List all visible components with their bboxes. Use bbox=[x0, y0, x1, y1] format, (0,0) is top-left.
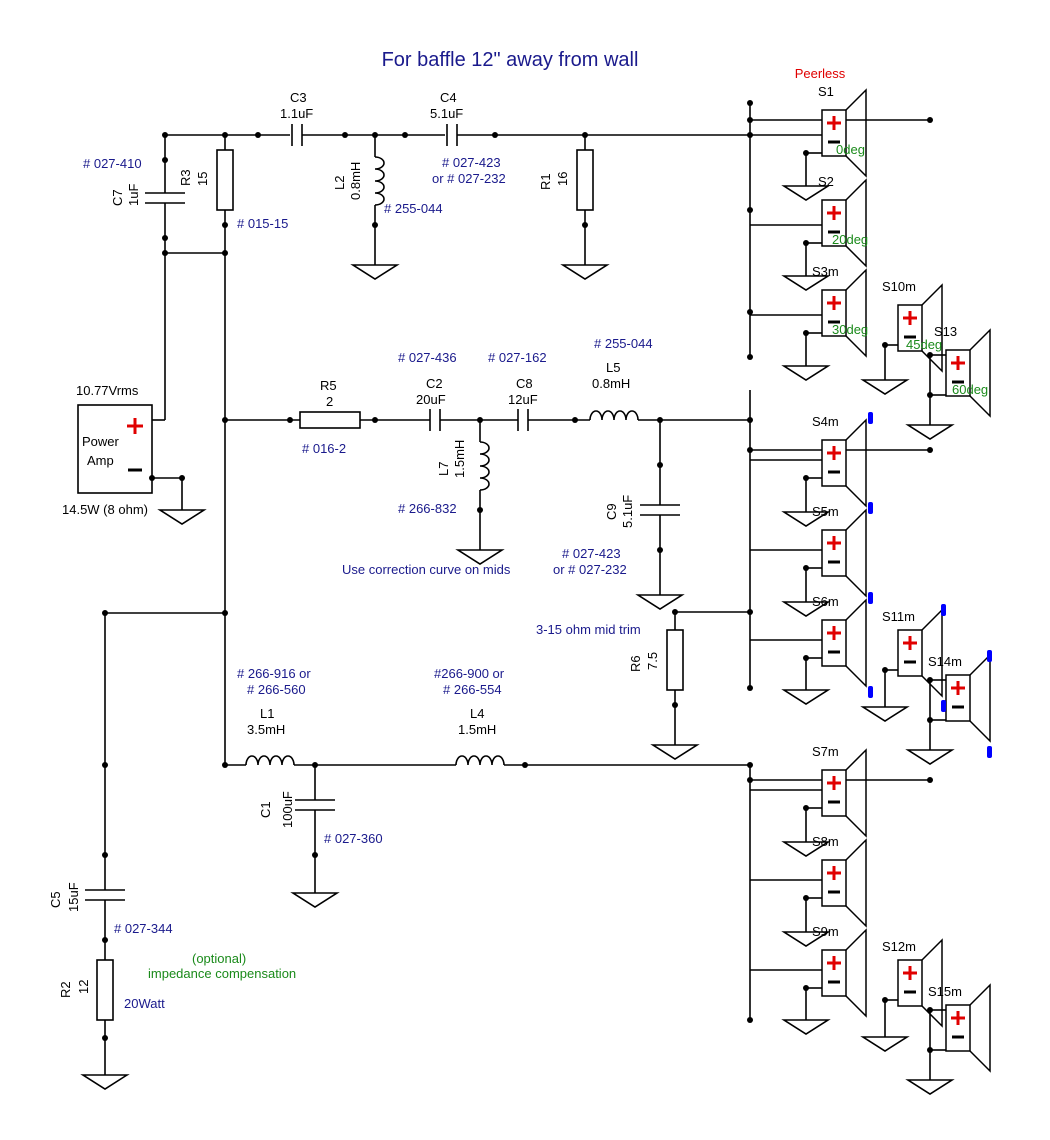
c4-value: 5.1uF bbox=[430, 106, 463, 121]
speaker-s9m bbox=[820, 928, 868, 1018]
l2-name: L2 bbox=[332, 176, 347, 190]
l1-part1: # 266-916 or bbox=[237, 666, 311, 681]
speaker-label-s15: S15m bbox=[928, 984, 962, 999]
speaker-label-s6: S6m bbox=[812, 594, 839, 609]
c7-part: # 027-410 bbox=[83, 156, 142, 171]
speaker-label-s9: S9m bbox=[812, 924, 839, 939]
angle-20deg: 20deg bbox=[832, 232, 868, 247]
r5-part: # 016-2 bbox=[302, 441, 346, 456]
r6-name: R6 bbox=[628, 655, 643, 672]
r2-power: 20Watt bbox=[124, 996, 165, 1011]
c7-name: C7 bbox=[110, 189, 125, 206]
l5-name: L5 bbox=[606, 360, 620, 375]
speaker-label-s12: S12m bbox=[882, 939, 916, 954]
c7-value: 1uF bbox=[126, 184, 141, 206]
angle-30deg: 30deg bbox=[832, 322, 868, 337]
speaker-label-s11: S11m bbox=[882, 609, 915, 624]
c4-part2: or # 027-232 bbox=[432, 171, 506, 186]
r5-value: 2 bbox=[326, 394, 333, 409]
r3-part: # 015-15 bbox=[237, 216, 288, 231]
speaker-label-s1: S1 bbox=[818, 84, 834, 99]
speaker-s5m bbox=[820, 508, 868, 598]
compensation-note: impedance compensation bbox=[148, 966, 296, 981]
l2-part: # 255-044 bbox=[384, 201, 443, 216]
c9-part1: # 027-423 bbox=[562, 546, 621, 561]
c9-part2: or # 027-232 bbox=[553, 562, 627, 577]
speaker-label-s10: S10m bbox=[882, 279, 916, 294]
speaker-label-s8: S8m bbox=[812, 834, 839, 849]
speaker-s2 bbox=[820, 178, 868, 268]
l1-value: 3.5mH bbox=[247, 722, 285, 737]
c4-name: C4 bbox=[440, 90, 457, 105]
r3-value: 15 bbox=[195, 172, 210, 186]
c3-value: 1.1uF bbox=[280, 106, 313, 121]
speaker-s3m bbox=[820, 268, 868, 358]
correction-note: Use correction curve on mids bbox=[342, 562, 511, 577]
c8-part: # 027-162 bbox=[488, 350, 547, 365]
speaker-s8m bbox=[820, 838, 868, 928]
r1-name: R1 bbox=[538, 173, 553, 190]
optional-note: (optional) bbox=[192, 951, 246, 966]
c5-value: 15uF bbox=[66, 882, 81, 912]
brand-label: Peerless bbox=[795, 66, 846, 81]
r2-value: 12 bbox=[76, 980, 91, 994]
c3-name: C3 bbox=[290, 90, 307, 105]
l5-part: # 255-044 bbox=[594, 336, 653, 351]
l7-part: # 266-832 bbox=[398, 501, 457, 516]
c8-name: C8 bbox=[516, 376, 533, 391]
c1-name: C1 bbox=[258, 801, 273, 818]
l4-part1: #266-900 or bbox=[434, 666, 505, 681]
speaker-label-s7: S7m bbox=[812, 744, 839, 759]
c5-part: # 027-344 bbox=[114, 921, 173, 936]
speaker-s13 bbox=[944, 328, 992, 418]
c1-part: # 027-360 bbox=[324, 831, 383, 846]
c1-value: 100uF bbox=[280, 791, 295, 828]
speaker-label-s4: S4m bbox=[812, 414, 839, 429]
l5-value: 0.8mH bbox=[592, 376, 630, 391]
speaker-label-s5: S5m bbox=[812, 504, 839, 519]
angle-45deg: 45deg bbox=[906, 337, 942, 352]
speaker-s1 bbox=[820, 88, 868, 178]
c4-part1: # 027-423 bbox=[442, 155, 501, 170]
l1-part2: # 266-560 bbox=[247, 682, 306, 697]
l2-value: 0.8mH bbox=[348, 162, 363, 200]
speaker-label-s2: S2 bbox=[818, 174, 834, 189]
r5-name: R5 bbox=[320, 378, 337, 393]
angle-60deg: 60deg bbox=[952, 382, 988, 397]
c9-value: 5.1uF bbox=[620, 495, 635, 528]
l4-name: L4 bbox=[470, 706, 484, 721]
r6-note: 3-15 ohm mid trim bbox=[536, 622, 641, 637]
l7-value: 1.5mH bbox=[452, 440, 467, 478]
amp-voltage: 10.77Vrms bbox=[76, 383, 139, 398]
l1-name: L1 bbox=[260, 706, 274, 721]
r6-value: 7.5 bbox=[645, 652, 660, 670]
speaker-s6m bbox=[820, 598, 868, 688]
c2-part: # 027-436 bbox=[398, 350, 457, 365]
speaker-label-s13: S13 bbox=[934, 324, 957, 339]
speaker-s7m bbox=[820, 748, 868, 838]
speaker-s4m bbox=[820, 418, 868, 508]
power-amp-box bbox=[77, 404, 153, 494]
r1-value: 16 bbox=[555, 172, 570, 186]
angle-0deg: 0deg bbox=[836, 142, 865, 157]
c8-value: 12uF bbox=[508, 392, 538, 407]
speaker-label-s3: S3m bbox=[812, 264, 839, 279]
c2-name: C2 bbox=[426, 376, 443, 391]
c9-name: C9 bbox=[604, 503, 619, 520]
amp-label-2: Amp bbox=[87, 453, 114, 468]
speaker-label-s14: S14m bbox=[928, 654, 962, 669]
l4-value: 1.5mH bbox=[458, 722, 496, 737]
c2-value: 20uF bbox=[416, 392, 446, 407]
l4-part2: # 266-554 bbox=[443, 682, 502, 697]
r2-name: R2 bbox=[58, 981, 73, 998]
l7-name: L7 bbox=[436, 462, 451, 476]
amp-label-1: Power bbox=[82, 434, 120, 449]
amp-power: 14.5W (8 ohm) bbox=[62, 502, 148, 517]
c5-name: C5 bbox=[48, 891, 63, 908]
page-title: For baffle 12" away from wall bbox=[382, 49, 639, 71]
r3-name: R3 bbox=[178, 169, 193, 186]
